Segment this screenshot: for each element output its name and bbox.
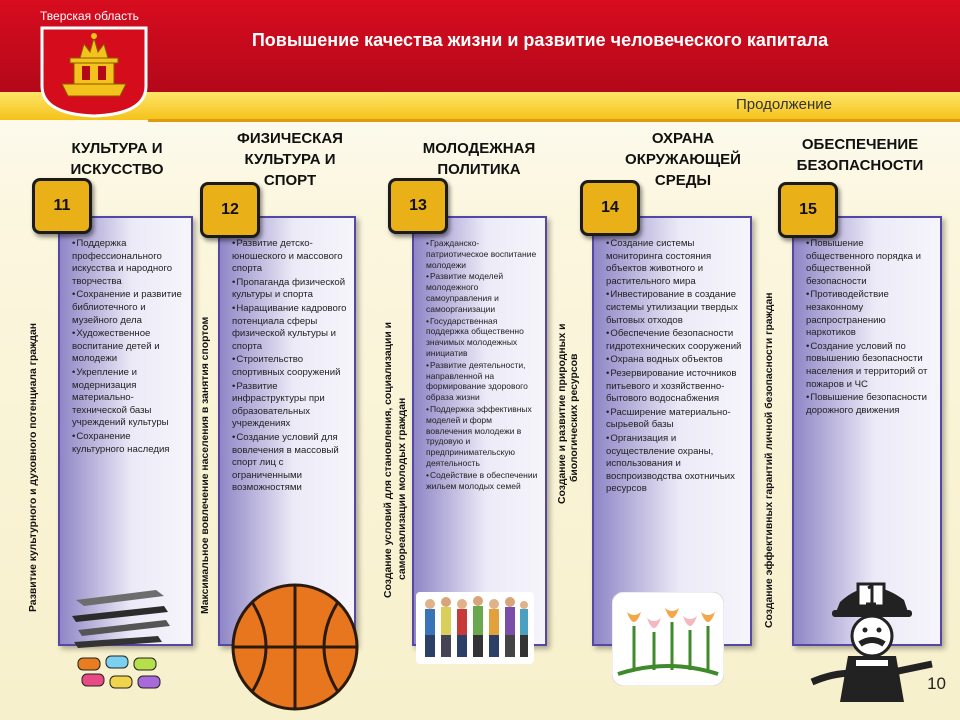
list-item: Развитие деятельности, направленной на ф… (426, 360, 539, 403)
topic-title-culture: Культура и искусство (70, 140, 164, 178)
topic-items-culture: Поддержка профессионального искусства и … (60, 218, 191, 456)
list-item: Наращивание кадрового потенциала сферы ф… (232, 303, 348, 353)
list-item: Поддержка эффективных моделей и форм вов… (426, 404, 539, 469)
topic-items-sport: Развитие детско-юношеского и массового с… (220, 218, 354, 495)
list-item: Создание условий по повышению безопаснос… (806, 341, 934, 391)
topic-badge-12: 12 (200, 182, 260, 238)
list-item: Сохранение культурного наследия (72, 431, 185, 456)
list-item: Противодействие незаконному распростране… (806, 289, 934, 339)
page-number: 10 (927, 674, 946, 693)
header-gold-band (0, 92, 960, 120)
side-label-environment-2: биологических ресурсов (569, 353, 580, 482)
crowd-icon (416, 592, 534, 664)
list-item: Гражданско-патриотическое воспитание мол… (426, 238, 539, 270)
list-item: Государственная поддержка общественно зн… (426, 316, 539, 359)
list-item: Инвестирование в создание системы утилиз… (606, 289, 744, 327)
list-item: Содействие в обеспечении жильем молодых … (426, 470, 539, 492)
topic-panel-youth: Гражданско-патриотическое воспитание мол… (412, 216, 547, 646)
list-item: Развитие детско-юношеского и массового с… (232, 238, 348, 276)
list-item: Создание условий для вовлечения в массов… (232, 432, 348, 495)
topic-items-security: Повышение общественного порядка и общест… (794, 218, 940, 417)
list-item: Пропаганда физической культуры и спорта (232, 277, 348, 302)
gold-divider (148, 119, 960, 122)
list-item: Расширение материально-сырьевой базы (606, 407, 744, 432)
side-label-sport: Максимальное вовлечение населения в заня… (200, 316, 211, 614)
list-item: Обеспечение безопасности гидротехнически… (606, 328, 744, 353)
topic-items-youth: Гражданско-патриотическое воспитание мол… (414, 218, 545, 491)
list-item: Повышение безопасности дорожного движени… (806, 392, 934, 417)
list-item: Художественное воспитание детей и молоде… (72, 328, 185, 366)
topic-title-security: Обеспечение безопасности (796, 136, 924, 174)
side-label-environment: Создание и развитие природных и (557, 323, 568, 504)
topic-title-environment: Охрана окружающей среды (625, 130, 741, 189)
continued-label: Продолжение (735, 96, 832, 113)
topic-badge-11: 11 (32, 178, 92, 234)
list-item: Повышение общественного порядка и общест… (806, 238, 934, 288)
topic-panel-security: Повышение общественного порядка и общест… (792, 216, 942, 646)
topic-badge-15: 15 (778, 182, 838, 238)
topic-badge-13: 13 (388, 178, 448, 234)
coat-of-arms-icon (40, 26, 148, 118)
region-label: Тверская область (40, 9, 139, 23)
header-bar (0, 0, 960, 92)
topic-panel-environment: Создание системы мониторинга состояния о… (592, 216, 752, 646)
topic-panel-sport: Развитие детско-юношеского и массового с… (218, 216, 356, 646)
side-label-security: Создание эффективных гарантий личной без… (764, 292, 775, 628)
basketball-icon (231, 583, 359, 711)
pencils-paints-icon (72, 590, 170, 689)
list-item: Организация и осуществление охраны, испо… (606, 433, 744, 496)
topic-title-youth: Молодежная политика (422, 140, 536, 178)
side-label-youth: Создание условий для становления, социал… (383, 321, 394, 598)
tulips-icon (612, 592, 724, 686)
firefighter-icon (810, 582, 933, 702)
list-item: Развитие моделей молодежного самоуправле… (426, 271, 539, 314)
list-item: Развитие инфраструктуры при образователь… (232, 381, 348, 431)
list-item: Поддержка профессионального искусства и … (72, 238, 185, 288)
side-label-youth-2: самореализации молодых граждан (397, 397, 408, 580)
list-item: Укрепление и модернизация материально-те… (72, 367, 185, 430)
topic-badge-14: 14 (580, 180, 640, 236)
list-item: Создание системы мониторинга состояния о… (606, 238, 744, 288)
side-label-culture: Развитие культурного и духовного потенци… (28, 322, 39, 612)
topic-title-sport: Физическая культура и спорт (237, 130, 343, 189)
topic-items-environment: Создание системы мониторинга состояния о… (594, 218, 750, 496)
list-item: Резервирование источников питьевого и хо… (606, 368, 744, 406)
page-title: Повышение качества жизни и развитие чело… (251, 30, 829, 50)
topic-panel-culture: Поддержка профессионального искусства и … (58, 216, 193, 646)
list-item: Охрана водных объектов (606, 354, 744, 367)
list-item: Строительство спортивных сооружений (232, 354, 348, 379)
list-item: Сохранение и развитие библиотечного и му… (72, 289, 185, 327)
